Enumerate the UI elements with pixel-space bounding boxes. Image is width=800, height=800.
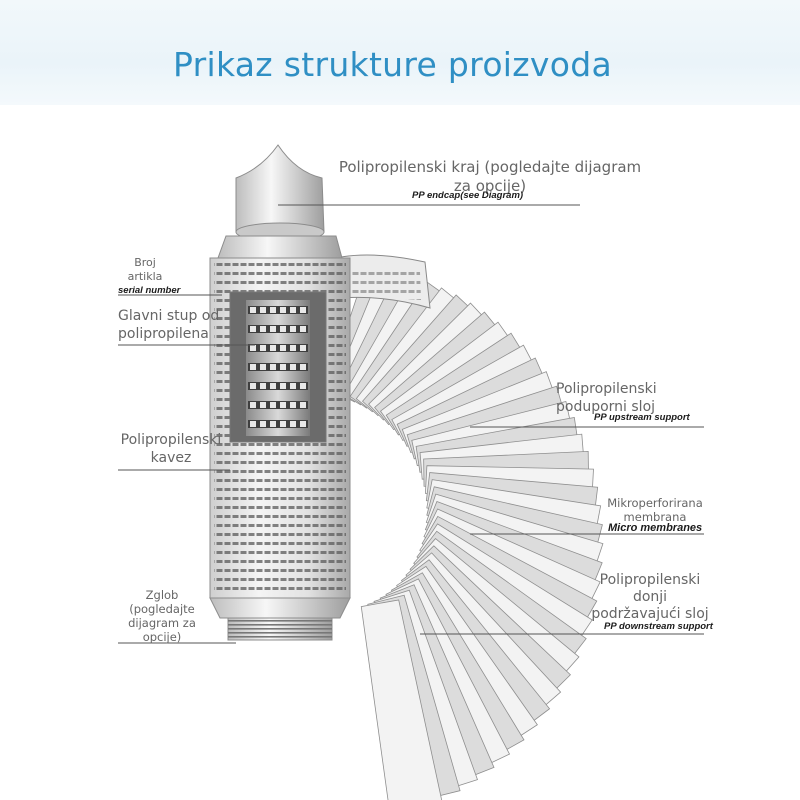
core-slot (290, 364, 296, 370)
core-slot (280, 383, 286, 389)
header-band (0, 0, 800, 105)
label-core: Glavni stup od polipropilena (118, 308, 220, 342)
core-slot (270, 421, 276, 427)
core-slot-row (248, 420, 308, 428)
core-slot (280, 326, 286, 332)
pp-endcap (217, 144, 343, 259)
core-slot (270, 307, 276, 313)
core-slot (250, 307, 256, 313)
core-slot (290, 421, 296, 427)
core-slot (280, 345, 286, 351)
core-slot (280, 421, 286, 427)
core-slot (280, 402, 286, 408)
leader-lines (118, 204, 704, 644)
core-slot (300, 421, 306, 427)
core-slot-row (248, 401, 308, 409)
label-cage: Polipropilenski kavez (120, 432, 222, 466)
core-slot (290, 345, 296, 351)
core-slot (260, 421, 266, 427)
core-slot (270, 345, 276, 351)
core-slot (270, 402, 276, 408)
core-slot (260, 383, 266, 389)
core-slot-row (248, 344, 308, 352)
core-slot-row (248, 382, 308, 390)
adapter-joint (209, 597, 351, 641)
core-slot (300, 364, 306, 370)
core-slot (250, 364, 256, 370)
core-slot (280, 364, 286, 370)
core-slot (250, 345, 256, 351)
label-adapter: Zglob (pogledajte dijagram za opcije) (128, 588, 196, 644)
core-slot (250, 383, 256, 389)
core-slot (290, 326, 296, 332)
label-downstream-en: PP downstream support (604, 621, 713, 632)
core-slot (270, 326, 276, 332)
label-serial: Broj artikla (127, 256, 163, 283)
core-slot (270, 364, 276, 370)
core-slot (260, 326, 266, 332)
core-slot (250, 421, 256, 427)
label-downstream: Polipropilenski donji podržavajući sloj (591, 572, 709, 622)
core-slot (300, 402, 306, 408)
core-slot (260, 307, 266, 313)
label-endcap: Polipropilenski kraj (pogledajte dijagra… (338, 158, 642, 195)
page-title: Prikaz strukture proizvoda (173, 45, 612, 84)
core-slot (290, 383, 296, 389)
core-slot (300, 383, 306, 389)
pleat (360, 599, 443, 800)
core-slot (290, 402, 296, 408)
core-slot-row (248, 306, 308, 314)
core-slot (270, 383, 276, 389)
core-slot (300, 326, 306, 332)
label-upstream: Polipropilenski poduporni sloj (556, 381, 657, 415)
core-slot (290, 307, 296, 313)
core-slot (250, 402, 256, 408)
core-slot (260, 402, 266, 408)
label-membrane-en: Micro membranes (608, 522, 703, 534)
pleated-membrane-fan (324, 267, 604, 800)
core-slot (260, 345, 266, 351)
core-slot (250, 326, 256, 332)
label-upstream-en: PP upstream support (594, 412, 690, 423)
core-slot (280, 307, 286, 313)
label-serial-en: serial number (118, 285, 181, 296)
label-endcap-en: PP endcap(see Diagram) (412, 190, 524, 201)
pp-core-rings (248, 306, 308, 428)
label-membrane: Mikroperforirana membrana (607, 496, 703, 524)
core-slot (300, 307, 306, 313)
core-slot (260, 364, 266, 370)
pp-cage-cylinder (209, 257, 351, 599)
core-slot-row (248, 325, 308, 333)
core-slot-row (248, 363, 308, 371)
core-slot (300, 345, 306, 351)
